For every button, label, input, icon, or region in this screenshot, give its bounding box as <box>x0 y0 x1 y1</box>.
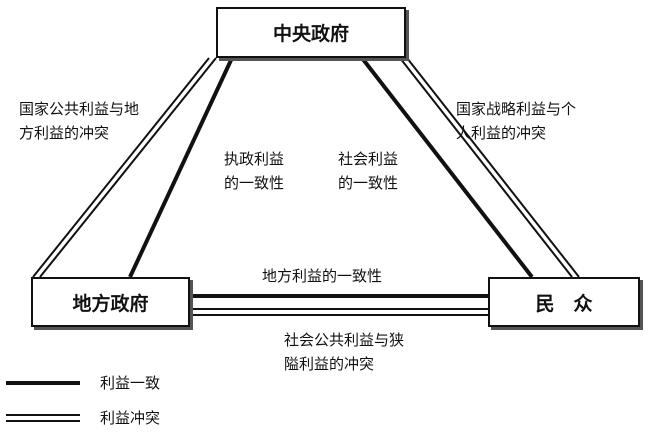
consistency-line-central-local <box>128 57 234 278</box>
legend-consistency-label: 利益一致 <box>100 374 161 392</box>
label-line: 社会利益 <box>338 150 399 168</box>
label-central-local-consistency: 执政利益 的一致性 <box>224 147 284 195</box>
node-people: 民 众 <box>488 277 640 327</box>
node-central-government: 中央政府 <box>216 7 406 58</box>
node-people-label: 民 众 <box>535 292 593 315</box>
legend-conflict-swatch <box>6 414 80 422</box>
label-line: 的一致性 <box>338 174 399 192</box>
label-line: 人利益的冲突 <box>456 124 547 142</box>
label-line: 隘利益的冲突 <box>284 355 375 373</box>
label-line: 的一致性 <box>224 174 285 192</box>
label-central-people-consistency: 社会利益 的一致性 <box>338 147 398 195</box>
legend-conflict-label: 利益冲突 <box>100 409 161 427</box>
label-central-local-conflict: 国家公共利益与地 方利益的冲突 <box>19 97 139 145</box>
label-line: 社会公共利益与狭 <box>284 331 405 349</box>
label-line: 国家战略利益与个 <box>456 100 577 118</box>
label-line: 执政利益 <box>224 150 285 168</box>
label-central-people-conflict: 国家战略利益与个 人利益的冲突 <box>456 97 576 145</box>
label-line: 方利益的冲突 <box>19 124 110 142</box>
node-central-government-label: 中央政府 <box>272 23 349 45</box>
consistency-line-central-people <box>360 56 534 279</box>
label-local-people-conflict: 社会公共利益与狭 隘利益的冲突 <box>284 328 404 376</box>
node-local-government: 地方政府 <box>31 277 190 327</box>
label-line: 国家公共利益与地 <box>19 100 140 118</box>
conflict-line-local-people <box>190 308 488 316</box>
conflict-line-central-people <box>399 57 580 278</box>
node-local-government-label: 地方政府 <box>72 292 149 315</box>
conflict-line-central-local <box>32 57 217 278</box>
label-local-people-consistency: 地方利益的一致性 <box>262 267 383 285</box>
